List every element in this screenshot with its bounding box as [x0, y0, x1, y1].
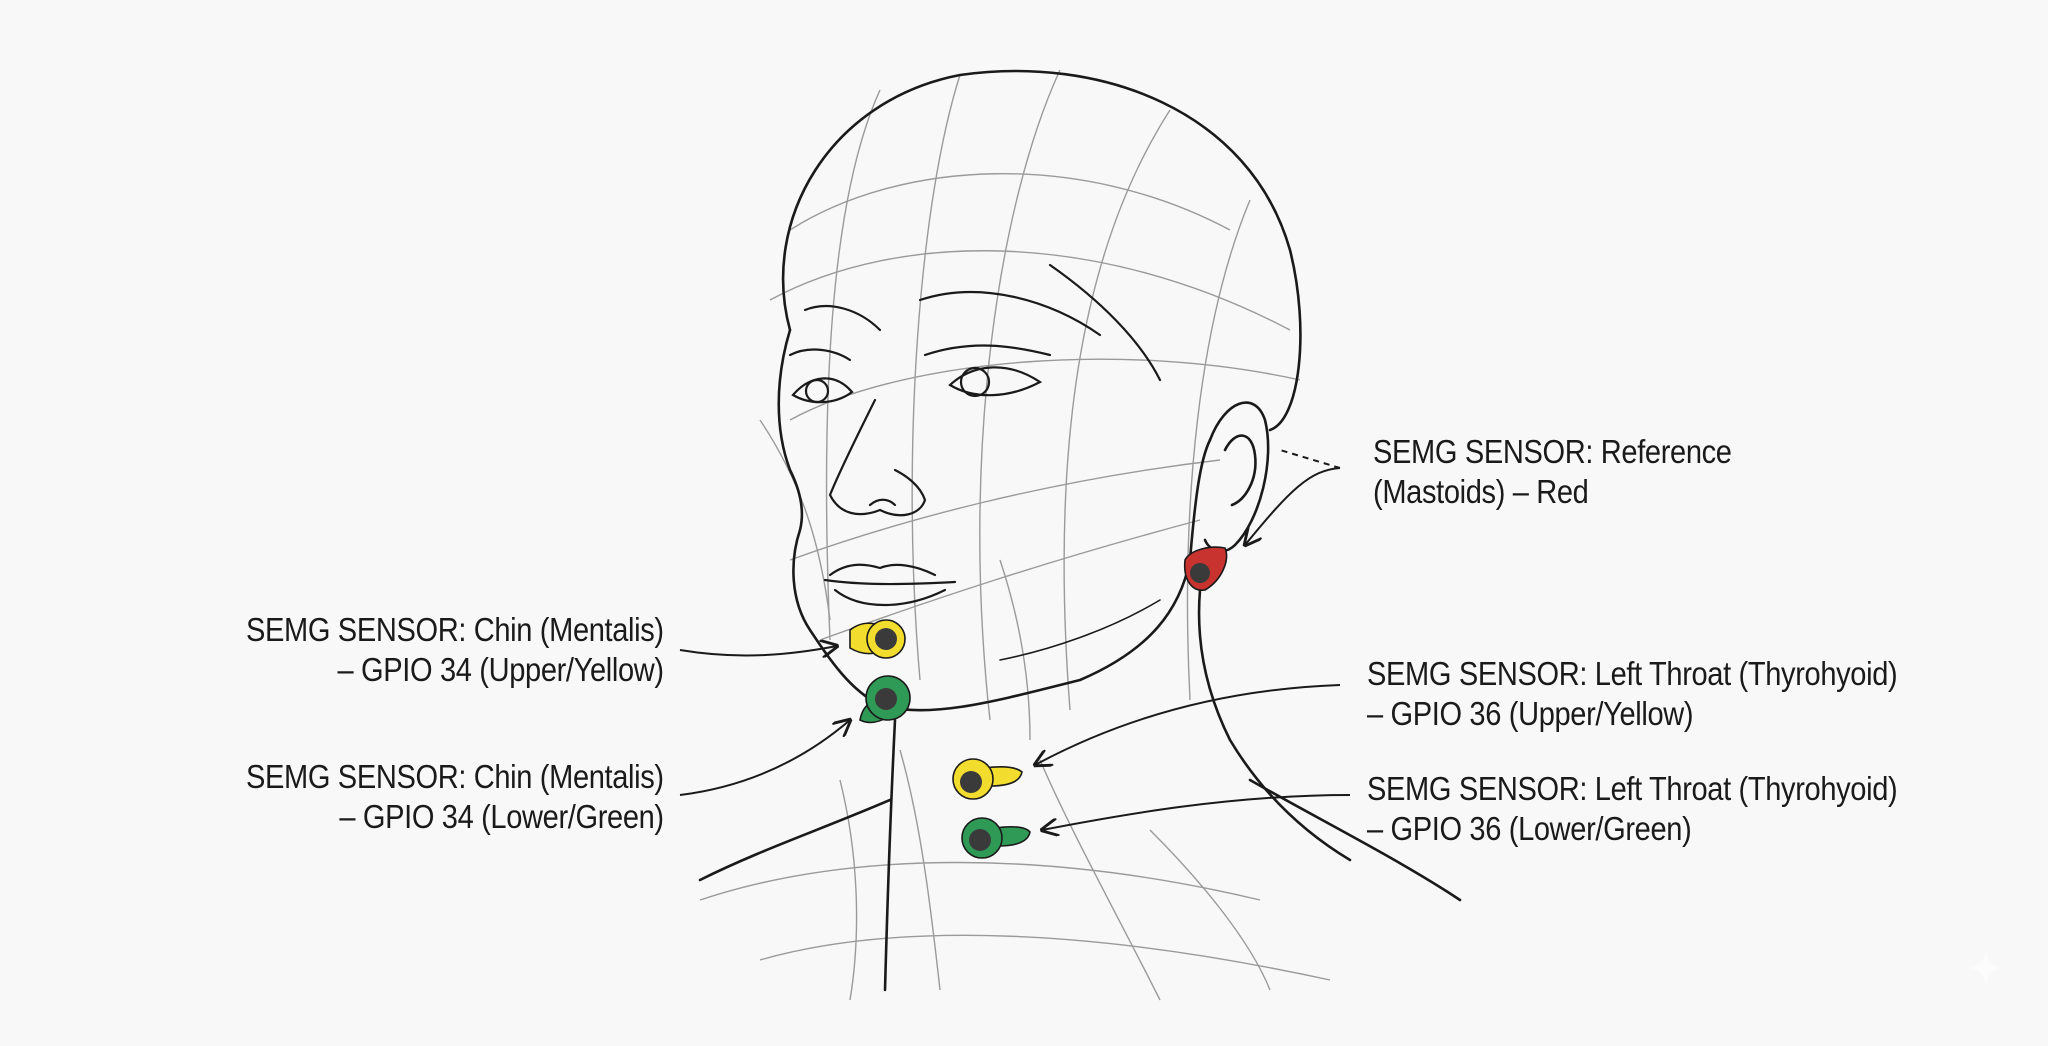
sensor-reference-mastoid [1183, 546, 1228, 591]
label-throat-upper: SEMG SENSOR: Left Throat (Thyrohyoid) – … [1367, 654, 1898, 734]
label-line-1: SEMG SENSOR: Chin (Mentalis) [246, 611, 664, 648]
leader-lines [679, 449, 1351, 830]
sensor-throat-upper [952, 758, 1023, 800]
label-line-2: – GPIO 34 (Lower/Green) [339, 798, 665, 835]
contour-grid [699, 69, 1331, 1001]
label-line-2: (Mastoids) – Red [1373, 473, 1589, 510]
label-line-1: SEMG SENSOR: Chin (Mentalis) [246, 758, 664, 795]
head-outline [698, 69, 1462, 992]
sensor-chin-lower [859, 675, 911, 724]
sensor-throat-lower [961, 817, 1031, 859]
label-throat-lower: SEMG SENSOR: Left Throat (Thyrohyoid) – … [1367, 769, 1898, 849]
face-features [788, 263, 1162, 661]
label-line-1: SEMG SENSOR: Reference [1373, 433, 1732, 470]
label-line-1: SEMG SENSOR: Left Throat (Thyrohyoid) [1367, 655, 1898, 692]
label-line-1: SEMG SENSOR: Left Throat (Thyrohyoid) [1367, 770, 1898, 807]
label-line-2: – GPIO 36 (Upper/Yellow) [1367, 695, 1694, 732]
label-line-2: – GPIO 34 (Upper/Yellow) [337, 651, 665, 688]
label-chin-upper: SEMG SENSOR: Chin (Mentalis) – GPIO 34 (… [246, 610, 664, 690]
label-line-2: – GPIO 36 (Lower/Green) [1367, 810, 1692, 847]
label-reference: SEMG SENSOR: Reference (Mastoids) – Red [1373, 432, 1732, 512]
sensor-chin-upper [849, 619, 906, 659]
label-chin-lower: SEMG SENSOR: Chin (Mentalis) – GPIO 34 (… [246, 757, 664, 837]
sparkle-watermark-icon [1968, 950, 2004, 986]
